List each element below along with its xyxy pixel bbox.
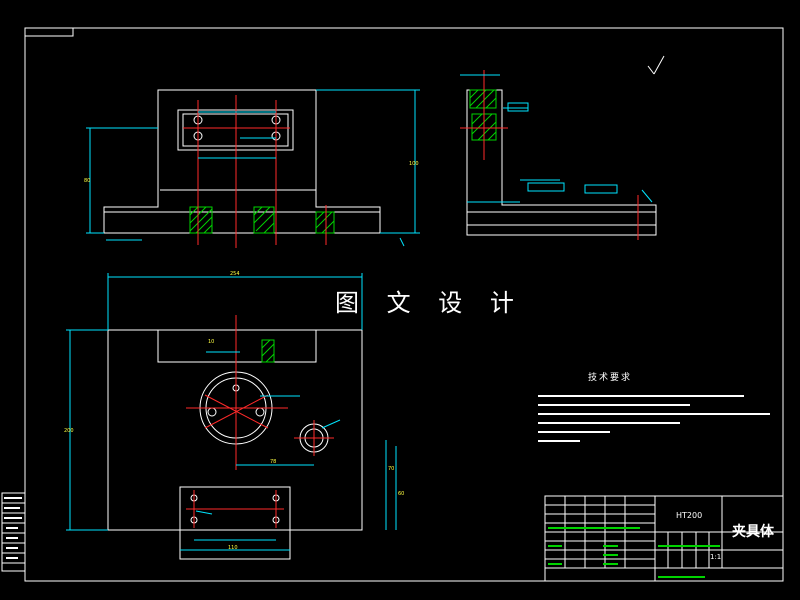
plan-dim-side-2: 60 — [398, 491, 404, 497]
tech-requirements-lines — [538, 395, 770, 442]
title-block-material: HT200 — [676, 511, 703, 520]
front-view: 80 100 — [84, 89, 420, 248]
plan-view: 254 200 78 70 60 110 10 — [64, 271, 404, 560]
title-block — [544, 495, 784, 582]
drawing-frame — [24, 27, 784, 582]
left-strip — [1, 492, 26, 572]
plan-dim-width: 254 — [230, 271, 240, 277]
side-view — [460, 55, 665, 240]
watermark-text: 图 文 设 计 — [335, 289, 524, 317]
front-dim-total: 100 — [409, 161, 419, 167]
left-strip-labels — [4, 497, 22, 559]
title-block-part-name: 夹具体 — [732, 524, 774, 540]
plan-dim-offset: 78 — [270, 459, 276, 465]
front-dim-height: 80 — [84, 178, 90, 184]
title-block-labels — [548, 527, 720, 578]
plan-dim-height: 200 — [64, 428, 74, 434]
title-block-scale: 1:1 — [710, 553, 722, 561]
plan-dim-pin: 10 — [208, 339, 214, 345]
tech-requirements-title: 技术要求 — [588, 373, 633, 383]
plan-dim-side-1: 70 — [388, 466, 394, 472]
plan-dim-bottom: 110 — [228, 545, 238, 551]
